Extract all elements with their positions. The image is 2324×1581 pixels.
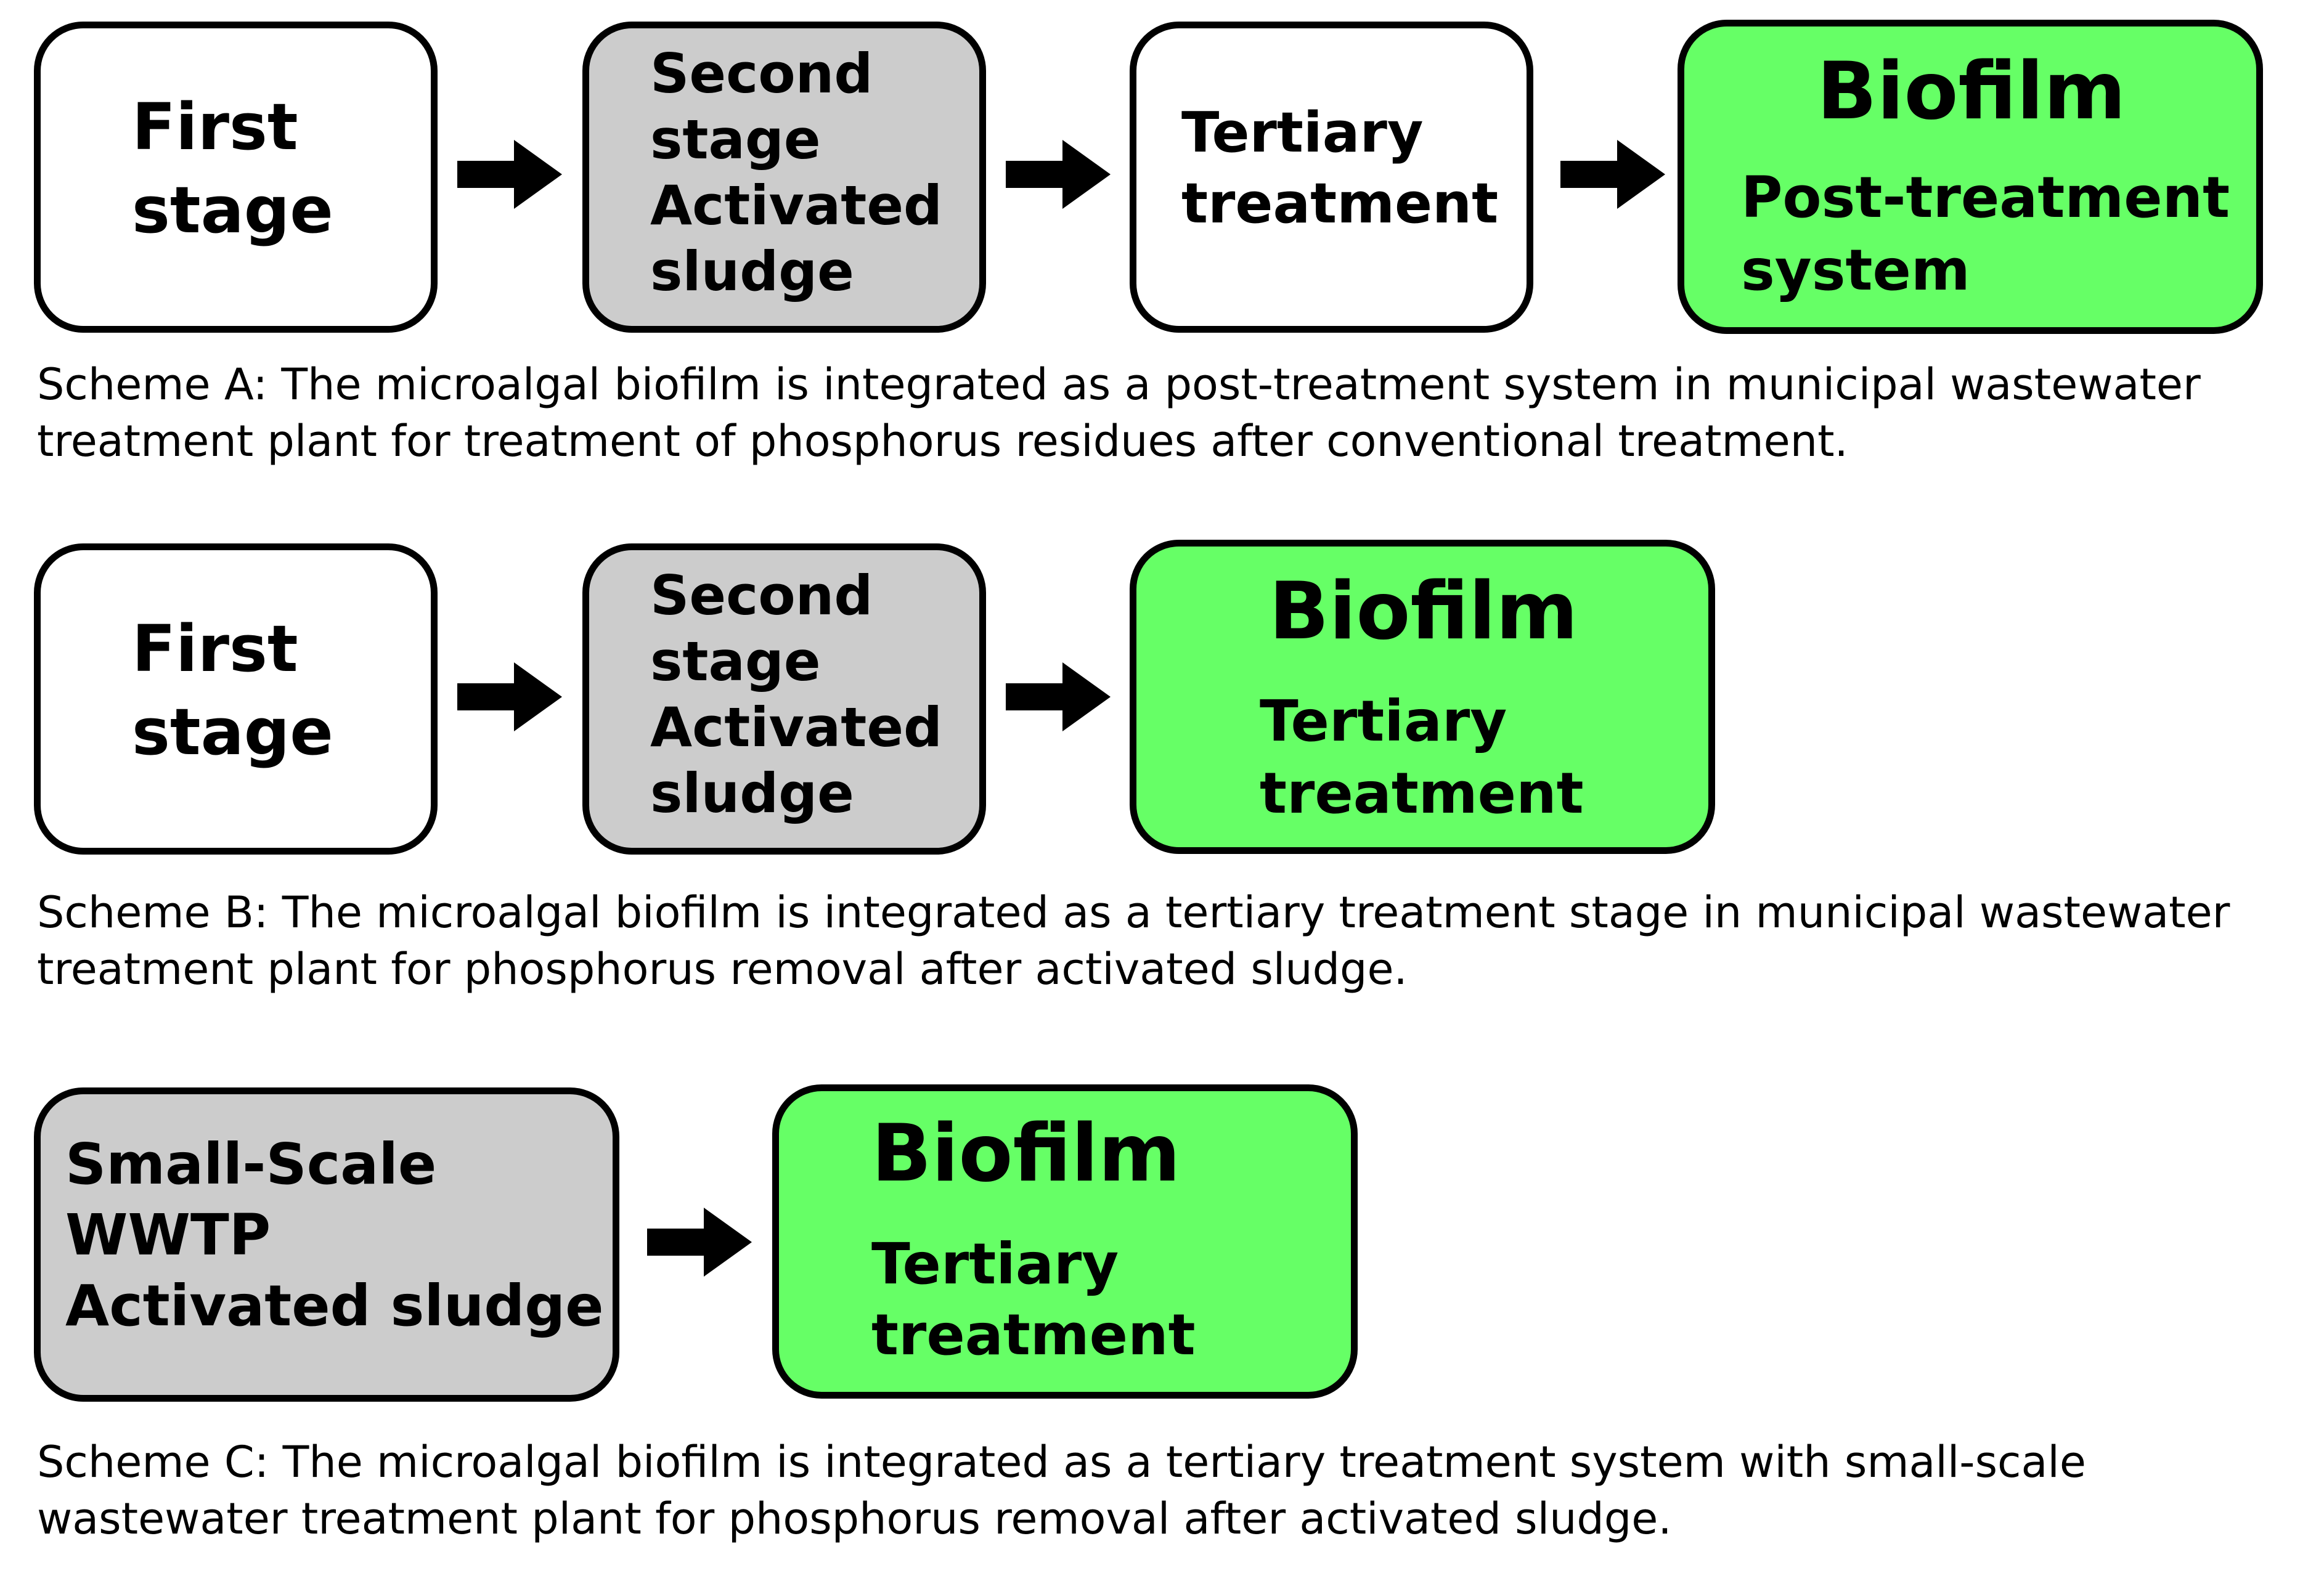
scheme-b-second-stage-line2: stage [650, 630, 821, 693]
scheme-c-small-scale-box: Small-Scale WWTP Activated sludge [34, 1087, 619, 1402]
scheme-a-biofilm-title: Biofilm [1817, 46, 2126, 137]
scheme-a-first-stage-line1: First [132, 89, 298, 165]
scheme-b-biofilm-line1: Tertiary [1260, 688, 1507, 754]
scheme-a-second-stage-line3: Activated [650, 174, 942, 237]
scheme-c-small-scale-line3: Activated sludge [65, 1273, 604, 1339]
scheme-a-caption-line2: treatment plant for treatment of phospho… [37, 416, 1848, 466]
scheme-a-biofilm-box: Biofilm Post-treatment system [1678, 20, 2263, 334]
scheme-a-arrow-3 [1560, 140, 1665, 209]
scheme-b-first-stage-line1: First [132, 611, 298, 686]
scheme-c-biofilm-line2: treatment [871, 1302, 1196, 1368]
scheme-a-arrow-2 [1006, 140, 1111, 209]
scheme-a-tertiary-box: Tertiary treatment [1130, 22, 1533, 333]
scheme-c-caption-line1: Scheme C: The microalgal biofilm is inte… [37, 1437, 2086, 1487]
scheme-b-caption: Scheme B: The microalgal biofilm is inte… [37, 884, 2230, 998]
scheme-b-biofilm-box: Biofilm Tertiary treatment [1130, 540, 1715, 854]
scheme-a-biofilm-line1: Post-treatment [1741, 165, 2230, 230]
scheme-b-biofilm-title: Biofilm [1269, 566, 1578, 657]
scheme-a-caption-line1: Scheme A: The microalgal biofilm is inte… [37, 359, 2201, 410]
scheme-c-small-scale-line2: WWTP [65, 1202, 271, 1268]
scheme-b-first-stage-line2: stage [132, 694, 333, 770]
scheme-b-biofilm-line2: treatment [1260, 760, 1584, 826]
scheme-b-second-stage-line3: Activated [650, 696, 942, 759]
scheme-a-caption: Scheme A: The microalgal biofilm is inte… [37, 356, 2201, 469]
scheme-a-second-stage-line2: stage [650, 108, 821, 171]
scheme-c-biofilm-line1: Tertiary [871, 1231, 1119, 1297]
scheme-c-caption: Scheme C: The microalgal biofilm is inte… [37, 1434, 2086, 1547]
scheme-b-arrow-2 [1006, 662, 1111, 731]
scheme-a-biofilm-line2: system [1741, 237, 1970, 303]
scheme-b-arrow-1 [457, 662, 562, 731]
scheme-b-caption-line2: treatment plant for phosphorus removal a… [37, 944, 1408, 994]
scheme-a-second-stage-line1: Second [650, 42, 873, 105]
scheme-b-second-stage-line1: Second [650, 564, 873, 627]
scheme-a-first-stage-box: First stage [34, 22, 438, 333]
scheme-c-caption-line2: wastewater treatment plant for phosphoru… [37, 1494, 1672, 1544]
scheme-c-arrow-1 [647, 1208, 752, 1277]
scheme-b-second-stage-box: Second stage Activated sludge [582, 543, 986, 855]
scheme-c-biofilm-title: Biofilm [871, 1108, 1181, 1200]
scheme-a-second-stage-line4: sludge [650, 240, 854, 303]
scheme-a-first-stage-line2: stage [132, 173, 333, 248]
scheme-a-arrow-1 [457, 140, 562, 209]
scheme-b-second-stage-line4: sludge [650, 762, 854, 825]
scheme-a-second-stage-box: Second stage Activated sludge [582, 22, 986, 333]
scheme-c-small-scale-line1: Small-Scale [65, 1131, 437, 1197]
scheme-a-tertiary-line2: treatment [1181, 171, 1499, 236]
scheme-b-caption-line1: Scheme B: The microalgal biofilm is inte… [37, 887, 2230, 938]
scheme-c-biofilm-box: Biofilm Tertiary treatment [772, 1084, 1358, 1399]
scheme-a-tertiary-line1: Tertiary [1181, 100, 1424, 165]
scheme-b-first-stage-box: First stage [34, 543, 438, 855]
